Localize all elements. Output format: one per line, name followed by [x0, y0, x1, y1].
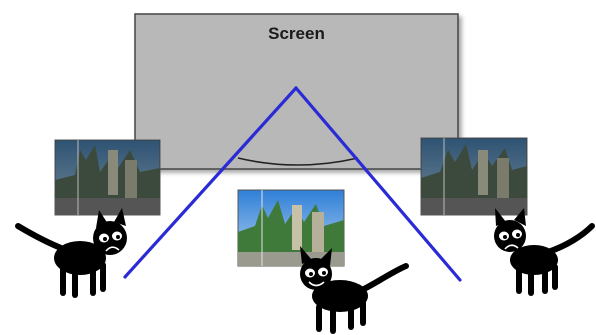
photo-left-view — [54, 139, 161, 216]
photo-right-view — [420, 137, 528, 216]
projection-screen — [134, 13, 459, 170]
sight-lines — [123, 86, 462, 282]
photo-center-view — [237, 189, 345, 267]
cat-left-sad — [15, 208, 127, 298]
cat-right-sad — [494, 208, 595, 296]
cat-center-happy — [300, 246, 409, 334]
screen-curve — [237, 157, 359, 166]
screen-label: Screen — [268, 24, 325, 43]
